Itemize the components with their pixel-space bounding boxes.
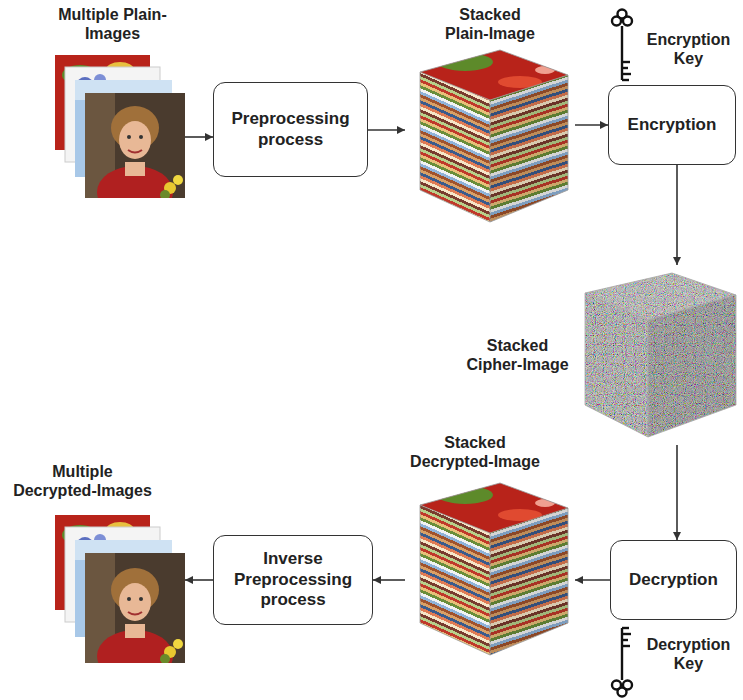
box-label: Encryption	[628, 115, 717, 136]
box-label: Inverse Preprocessing process	[224, 549, 362, 611]
image-node: Stacked Decrypted-Image	[405, 433, 575, 668]
key-label: Decryption Key	[640, 635, 737, 673]
image-heading: Stacked Decrypted-Image	[405, 433, 545, 471]
flow-arrow	[676, 165, 678, 265]
process-box: Encryption	[608, 85, 736, 165]
stacked-cube	[415, 478, 575, 655]
flow-arrow	[373, 579, 405, 581]
process-box: Decryption	[610, 540, 737, 620]
box-label: Preprocessing process	[224, 109, 357, 150]
image-node: Multiple Decrypted-Images	[10, 462, 185, 672]
key-icon	[612, 10, 632, 81]
image-heading: Multiple Plain-Images	[58, 5, 168, 43]
stacked-cube	[415, 45, 575, 222]
image-heading: Stacked Plain-Image	[440, 5, 540, 43]
image-stack	[55, 515, 185, 682]
flow-arrow	[575, 124, 608, 126]
flow-arrow	[368, 129, 405, 131]
image-node: Multiple Plain-Images	[40, 5, 185, 205]
key-label: Encryption Key	[640, 30, 737, 68]
image-node: Stacked Cipher-Image	[465, 265, 738, 445]
flow-arrow	[185, 579, 213, 581]
key-icon	[612, 628, 632, 697]
image-heading: Stacked Cipher-Image	[465, 336, 570, 374]
image-node: Stacked Plain-Image	[405, 5, 575, 230]
process-box: Inverse Preprocessing process	[213, 535, 373, 625]
flow-arrow	[185, 136, 213, 138]
image-stack	[55, 55, 185, 218]
cipher-cube	[580, 268, 740, 443]
flow-arrow	[676, 445, 678, 540]
flow-arrow	[575, 579, 610, 581]
image-heading: Multiple Decrypted-Images	[10, 462, 155, 500]
process-box: Preprocessing process	[213, 82, 368, 177]
box-label: Decryption	[629, 570, 718, 591]
